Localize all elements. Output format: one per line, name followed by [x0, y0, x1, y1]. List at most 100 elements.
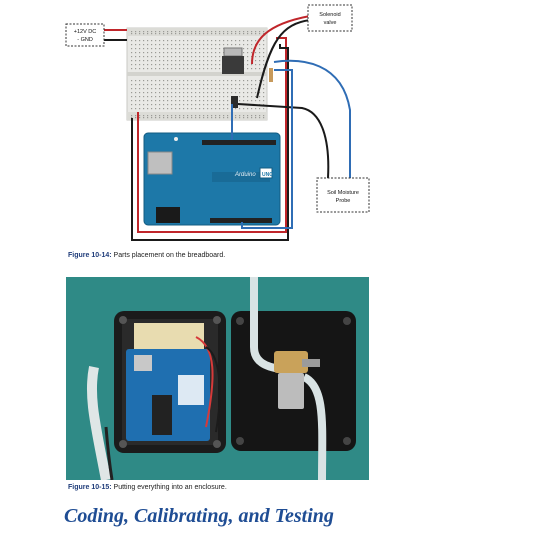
breadboard-hole [183, 108, 185, 110]
breadboard-hole [147, 100, 149, 102]
breadboard-hole [151, 56, 153, 58]
breadboard-hole [183, 117, 185, 119]
breadboard-hole [143, 56, 145, 58]
breadboard-hole [195, 52, 197, 54]
breadboard-hole [199, 33, 201, 35]
breadboard-hole [255, 92, 257, 94]
breadboard-hole [263, 92, 265, 94]
breadboard-hole [223, 115, 225, 117]
solenoid-label-line1: Solenoid [319, 12, 340, 18]
breadboard-hole [259, 52, 261, 54]
probe-blue-wire [273, 59, 351, 178]
breadboard-hole [259, 44, 261, 46]
breadboard-hole [211, 48, 213, 50]
breadboard-hole [199, 80, 201, 82]
breadboard-hole [231, 80, 233, 82]
breadboard-hole [167, 33, 169, 35]
breadboard-hole [203, 80, 205, 82]
breadboard-hole [247, 44, 249, 46]
breadboard-hole [255, 84, 257, 86]
breadboard-hole [263, 56, 265, 58]
breadboard-hole [235, 117, 237, 119]
breadboard-hole [207, 64, 209, 66]
breadboard-hole [255, 68, 257, 70]
breadboard-hole [147, 80, 149, 82]
breadboard-hole [175, 108, 177, 110]
breadboard-hole [199, 44, 201, 46]
breadboard-hole [163, 117, 165, 119]
breadboard-hole [187, 117, 189, 119]
breadboard-hole [187, 104, 189, 106]
breadboard-hole [151, 117, 153, 119]
breadboard-hole [179, 31, 181, 33]
breadboard-hole [187, 44, 189, 46]
breadboard-hole [215, 60, 217, 62]
breadboard-hole [207, 40, 209, 42]
breadboard-hole [231, 84, 233, 86]
breadboard-hole [195, 84, 197, 86]
breadboard-hole [135, 104, 137, 106]
breadboard-hole [163, 52, 165, 54]
breadboard-hole [195, 104, 197, 106]
breadboard-hole [235, 80, 237, 82]
breadboard-hole [167, 31, 169, 33]
breadboard-hole [171, 108, 173, 110]
breadboard-hole [255, 56, 257, 58]
breadboard-hole [259, 80, 261, 82]
figure-10-15-caption: Figure 10-15: Putting everything into an… [68, 484, 227, 491]
breadboard-hole [263, 115, 265, 117]
breadboard-hole [215, 104, 217, 106]
breadboard-hole [139, 68, 141, 70]
breadboard-hole [191, 84, 193, 86]
breadboard-hole [227, 33, 229, 35]
breadboard-hole [159, 80, 161, 82]
breadboard-hole [195, 60, 197, 62]
breadboard-hole [195, 100, 197, 102]
breadboard-hole [147, 115, 149, 117]
breadboard-hole [243, 44, 245, 46]
breadboard-hole [163, 48, 165, 50]
breadboard-hole [255, 60, 257, 62]
board-brand-label: Arduino [234, 172, 256, 178]
breadboard-hole [255, 64, 257, 66]
breadboard-hole [203, 104, 205, 106]
breadboard-hole [151, 40, 153, 42]
breadboard-hole [251, 80, 253, 82]
breadboard-hole [235, 92, 237, 94]
breadboard-hole [211, 84, 213, 86]
breadboard-hole [167, 115, 169, 117]
breadboard-hole [255, 33, 257, 35]
breadboard-hole [159, 104, 161, 106]
breadboard-hole [167, 80, 169, 82]
breadboard-hole [251, 88, 253, 90]
breadboard-hole [251, 117, 253, 119]
breadboard-hole [255, 117, 257, 119]
breadboard-hole [259, 100, 261, 102]
breadboard-hole [219, 52, 221, 54]
power-jack [156, 207, 180, 223]
breadboard-hole [191, 80, 193, 82]
breadboard-hole [155, 108, 157, 110]
breadboard-hole [211, 31, 213, 33]
breadboard-hole [191, 104, 193, 106]
breadboard-hole [239, 117, 241, 119]
breadboard-hole [207, 84, 209, 86]
breadboard-hole [259, 31, 261, 33]
breadboard-hole [255, 115, 257, 117]
breadboard-hole [251, 100, 253, 102]
breadboard-hole [203, 68, 205, 70]
breadboard-hole [231, 92, 233, 94]
breadboard-hole [187, 64, 189, 66]
breadboard-hole [207, 88, 209, 90]
breadboard-hole [131, 68, 133, 70]
breadboard-hole [247, 115, 249, 117]
breadboard-hole [243, 84, 245, 86]
breadboard-hole [171, 60, 173, 62]
breadboard-hole [139, 33, 141, 35]
breadboard-hole [247, 68, 249, 70]
breadboard-hole [243, 117, 245, 119]
breadboard-hole [243, 31, 245, 33]
breadboard-hole [167, 64, 169, 66]
breadboard-hole [239, 84, 241, 86]
breadboard-hole [163, 40, 165, 42]
